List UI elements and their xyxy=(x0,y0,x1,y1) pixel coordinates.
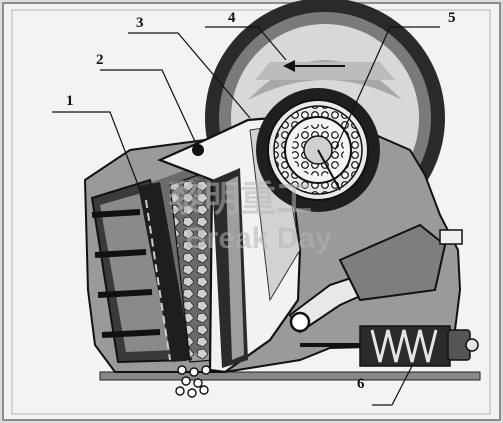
callout-label-6: 6 xyxy=(357,376,365,392)
rotation-arrow-icon xyxy=(283,60,345,72)
fixed-jaw xyxy=(90,178,192,364)
callout-label-4: 4 xyxy=(228,10,236,26)
callout-label-3: 3 xyxy=(136,15,144,31)
toggle-plate xyxy=(288,223,463,334)
leader-lines xyxy=(52,26,440,406)
tension-rod-spring xyxy=(300,325,479,367)
bearing-assembly xyxy=(256,88,380,212)
discharged-stones xyxy=(175,365,211,398)
callout-label-2: 2 xyxy=(96,52,104,68)
callout-label-5: 5 xyxy=(448,10,456,26)
base-plate xyxy=(99,371,481,381)
callout-label-1: 1 xyxy=(66,93,74,109)
inner-frame xyxy=(11,9,491,415)
